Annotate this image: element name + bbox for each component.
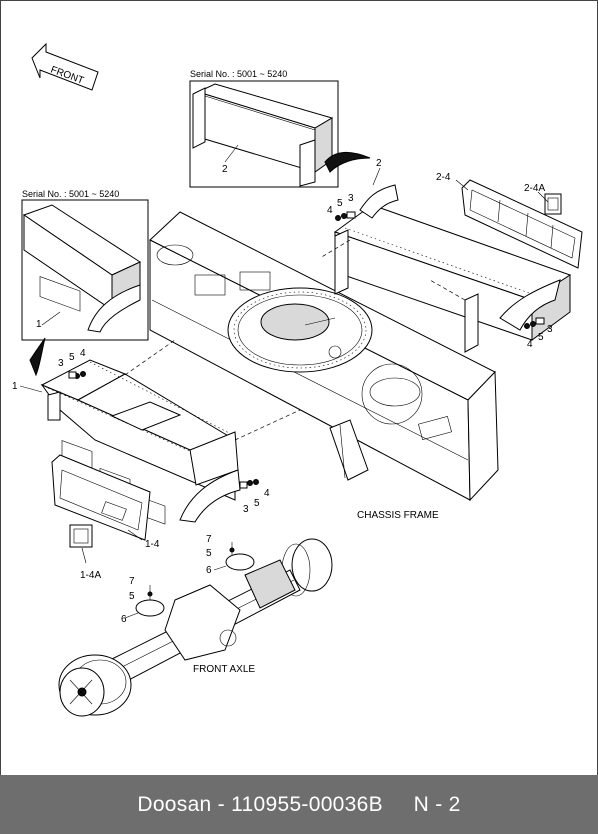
callout-axle-6b: 6 (121, 614, 127, 625)
callout-right-box: 2 (376, 158, 382, 169)
callout-axle-7b: 7 (129, 576, 135, 587)
callout-bolt-l3: 4 (80, 348, 86, 359)
callout-cover-left: 1-4 (145, 539, 160, 550)
inset-left-part: 1 (36, 319, 42, 330)
chassis-frame (149, 211, 499, 502)
callout-axle-6a: 6 (206, 565, 212, 576)
footer-sep: - (211, 792, 232, 816)
callout-axle-7a: 7 (206, 534, 212, 545)
front-arrow-icon: FRONT (31, 42, 99, 91)
callout-bolt-r1: 4 (327, 205, 333, 216)
footer-page: N - 2 (413, 792, 461, 816)
callout-bolt-l4: 4 (264, 488, 270, 499)
callout-cover-right-a: 2-4A (524, 183, 545, 194)
callout-cover-right: 2-4 (436, 172, 451, 183)
left-cover-plate: 1-4 1-4A (51, 454, 160, 581)
caption-chassis-frame: CHASSIS FRAME (357, 510, 439, 521)
inset-top-serial: Serial No. : 5001 ~ 5240 (190, 69, 287, 79)
callout-bolt-l5: 5 (254, 498, 260, 509)
footer-gap (383, 793, 414, 817)
callout-bolt-r2: 5 (337, 198, 343, 209)
callout-bolt-l2: 5 (69, 352, 75, 363)
footer-part-number: 110955-00036B (231, 792, 383, 816)
right-bolts: 4 5 3 3 5 4 (327, 193, 553, 350)
callout-bolt-l6: 3 (243, 504, 249, 515)
callout-bolt-r4: 3 (547, 324, 553, 335)
left-bolts: 3 5 4 4 5 3 (58, 348, 270, 515)
callout-bolt-r6: 4 (527, 339, 533, 350)
front-axle: 7 5 6 7 5 6 (58, 534, 333, 717)
callout-bolt-l1: 3 (58, 358, 64, 369)
inset-left: Serial No. : 5001 ~ 5240 1 (21, 189, 149, 341)
callout-left-box: 1 (12, 381, 18, 392)
left-toolbox: 1 (12, 337, 241, 525)
inset-top: Serial No. : 5001 ~ 5240 2 (189, 69, 371, 188)
callout-axle-5b: 5 (129, 591, 135, 602)
parts-diagram: FRONT Serial No. : 5001 ~ 5240 2 Serial … (12, 42, 583, 717)
inset-top-part: 2 (222, 164, 228, 175)
footer-bar: Doosan - 110955-00036B N - 2 (0, 775, 598, 834)
callout-cover-left-a: 1-4A (80, 570, 101, 581)
callout-bolt-r3: 3 (348, 193, 354, 204)
callout-bolt-r5: 5 (538, 332, 544, 343)
callout-axle-5a: 5 (206, 548, 212, 559)
right-cover-plate: 2-4 2-4A (436, 172, 583, 269)
footer-brand: Doosan (137, 792, 212, 816)
inset-left-serial: Serial No. : 5001 ~ 5240 (22, 189, 119, 199)
caption-front-axle: FRONT AXLE (193, 664, 255, 675)
right-toolbox: 2 (333, 158, 572, 353)
